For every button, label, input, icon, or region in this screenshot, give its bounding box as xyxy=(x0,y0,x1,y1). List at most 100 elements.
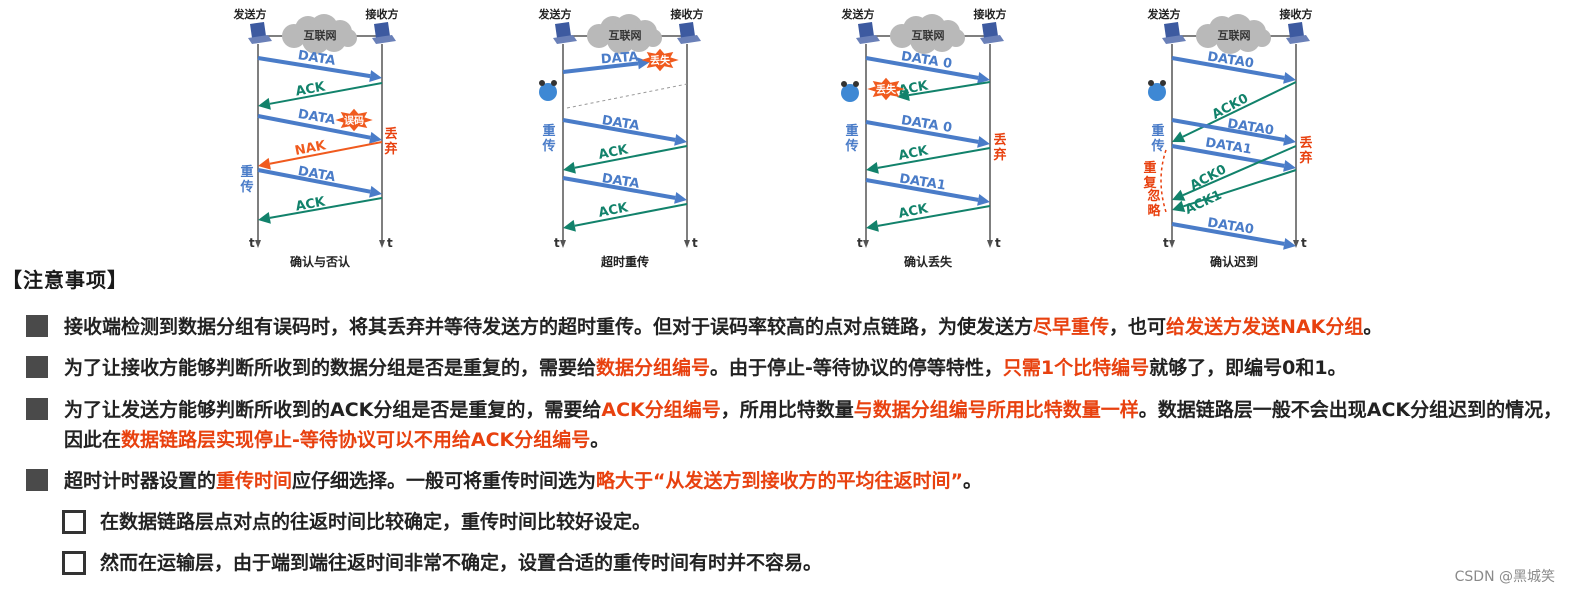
message-label: DATA1 xyxy=(1204,135,1253,157)
note-text: 超时计时器设置的重传时间应仔细选择。一般可将重传时间选为略大于“从发送方到接收方… xyxy=(64,466,1564,496)
timer-bell xyxy=(1160,80,1166,86)
message-label: ACK xyxy=(294,194,327,214)
message-arrow xyxy=(258,82,383,110)
sub-note-text: 在数据链路层点对点的往返时间比较确定，重传时间比较好设定。 xyxy=(100,511,652,533)
timer-icon xyxy=(1148,80,1166,101)
vertical-char: 忽 xyxy=(1147,188,1160,204)
timer-icon xyxy=(841,81,859,102)
cloud-puff xyxy=(1216,26,1244,54)
message-arrow xyxy=(866,205,991,232)
message-arrow xyxy=(562,176,687,204)
note-text-part: ，所用比特数量 xyxy=(720,399,854,421)
highlight-text: 略大于“从发送方到接收方的平均往返时间” xyxy=(596,470,964,492)
arrow-line xyxy=(865,178,979,202)
message-arrow xyxy=(562,118,687,146)
discard-label: 丢弃 xyxy=(993,132,1006,163)
receiver-label: 接收方 xyxy=(671,7,704,21)
timeout-dashed-line xyxy=(566,83,688,109)
retransmit-label: 重传 xyxy=(844,123,858,154)
arrow-head xyxy=(1283,133,1296,146)
burst-label: 误码 xyxy=(344,114,364,127)
cloud-icon: 互联网 xyxy=(282,14,357,54)
message-arrow xyxy=(257,56,382,83)
arrow-head xyxy=(369,131,382,144)
ignore-label: 忽略 xyxy=(1147,188,1161,219)
arrow-line xyxy=(269,141,383,165)
laptop-base xyxy=(1286,35,1310,44)
arrow-head xyxy=(1172,200,1186,213)
arrow-line xyxy=(574,145,688,169)
notes-heading: 【注意事项】 xyxy=(2,268,128,292)
message-arrow xyxy=(1171,118,1296,146)
arrow-line xyxy=(562,118,676,142)
laptop-icon xyxy=(677,22,701,44)
burst-badge: 丢失 xyxy=(867,77,905,101)
arrow-line xyxy=(257,56,371,79)
vertical-char: 丢 xyxy=(993,132,1006,148)
timer-bell xyxy=(853,81,859,87)
time-axis-label: t xyxy=(1163,236,1169,250)
laptop-base xyxy=(1162,35,1186,44)
checkbox-icon xyxy=(62,510,86,534)
sender-label: 发送方 xyxy=(841,7,875,21)
vertical-char: 复 xyxy=(1142,175,1157,191)
receiver-label: 接收方 xyxy=(366,7,399,21)
message-label: ACK xyxy=(597,142,630,163)
note-text-part: 为了让发送方能够判断所收到的ACK分组是否是重复的，需要给 xyxy=(64,399,602,421)
timer-face xyxy=(1148,83,1166,101)
message-arrow xyxy=(257,168,382,198)
laptop-base xyxy=(248,35,272,44)
laptop-screen xyxy=(374,22,390,38)
arrow-head xyxy=(866,161,879,174)
timeline-arrow xyxy=(684,240,690,248)
arrow-line xyxy=(865,56,979,80)
cloud-puff xyxy=(322,28,346,52)
arrow-head xyxy=(977,135,990,148)
highlight-text: 重传时间 xyxy=(216,470,293,492)
arrow-line xyxy=(562,61,639,74)
cloud-icon: 互联网 xyxy=(587,14,662,54)
duplicate-label: 重复 xyxy=(1142,160,1157,191)
time-axis-label: t xyxy=(554,236,560,250)
message-arrow xyxy=(258,141,383,170)
laptop-screen xyxy=(1288,22,1304,38)
arrow-line xyxy=(1171,144,1285,168)
laptop-base xyxy=(372,35,396,44)
vertical-char: 重 xyxy=(240,164,253,180)
note-text-part: 。 xyxy=(1363,316,1383,338)
burst-shape xyxy=(641,48,679,72)
message-label: DATA0 xyxy=(1226,116,1275,138)
message-label: NAK xyxy=(294,138,328,159)
sender-label: 发送方 xyxy=(1147,7,1181,21)
vertical-char: 重 xyxy=(1143,160,1156,176)
message-label: DATA1 xyxy=(898,171,947,193)
note-text-part: 。 xyxy=(590,429,610,451)
watermark: CSDN @黑城笑 xyxy=(1454,569,1555,585)
cloud-puff xyxy=(302,26,330,54)
receiver-label: 接收方 xyxy=(974,7,1007,21)
message-arrow xyxy=(1171,222,1296,250)
laptop-base xyxy=(553,35,577,44)
arrow-head xyxy=(637,57,650,70)
laptop-screen xyxy=(250,22,266,38)
network-label: 互联网 xyxy=(609,28,642,42)
timer-face xyxy=(841,84,859,102)
message-label: DATA xyxy=(297,48,337,69)
timer-bell xyxy=(1148,80,1154,86)
diagram-caption: 确认迟到 xyxy=(1210,254,1258,269)
laptop-base xyxy=(980,35,1004,44)
arrow-head xyxy=(1172,189,1186,201)
arrow-head xyxy=(369,70,382,83)
network-label: 互联网 xyxy=(304,28,337,42)
message-label: DATA xyxy=(601,171,641,192)
laptop-icon xyxy=(856,22,880,44)
message-arrow xyxy=(258,197,383,224)
arrow-line xyxy=(877,147,991,169)
message-arrow xyxy=(1171,56,1296,84)
arrow-line xyxy=(269,82,383,105)
message-label: ACK xyxy=(897,143,930,164)
arrow-line xyxy=(257,114,371,140)
laptop-screen xyxy=(555,22,571,38)
